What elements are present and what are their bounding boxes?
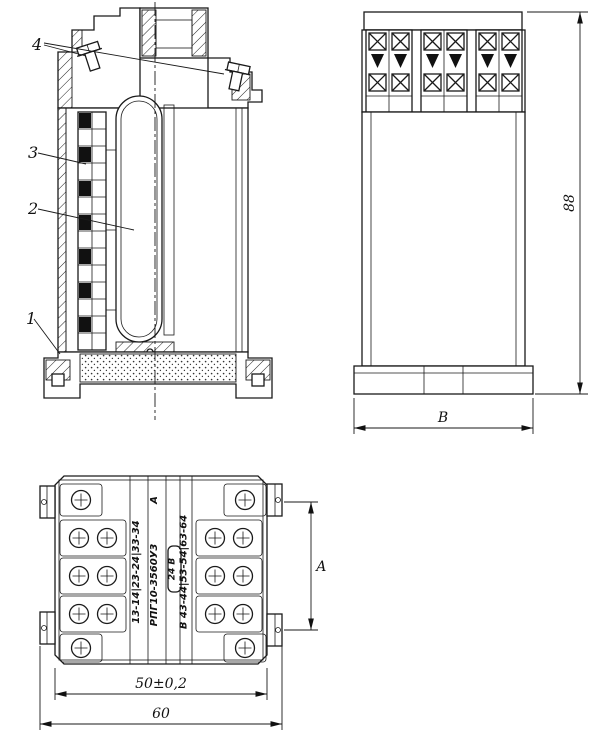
- terminal-screw-icon: [96, 565, 118, 587]
- terminal-screw-icon: [204, 565, 226, 587]
- bottom-view: 13-14|23-24|33-34 РПГ10-3560У3 А 24 В В …: [39, 475, 327, 730]
- mounting-ears: [39, 483, 283, 647]
- terminal-screw-icon: [70, 489, 92, 511]
- terminal-cells-left: [59, 483, 127, 663]
- front-base: [353, 365, 534, 395]
- voltage-label: 24 В: [168, 558, 178, 581]
- dim-a: А: [284, 501, 327, 631]
- terminal-screw-icon: [204, 527, 226, 549]
- dim-overall-label: 60: [152, 706, 170, 722]
- voltage-badge: [167, 545, 182, 593]
- dim-height-label: 88: [562, 194, 578, 212]
- contacts-right-label: В 43-44|53-54|63-64: [179, 515, 190, 629]
- terminal-screw-icon: [204, 603, 226, 625]
- front-view: 88 В: [353, 11, 588, 434]
- terminal-screw-icon: [232, 603, 254, 625]
- dim-width-label: В: [437, 410, 448, 426]
- base: [43, 351, 273, 399]
- terminal-screw-icon: [68, 527, 90, 549]
- terminal-screw-icon: [68, 603, 90, 625]
- contacts-left-label: 13-14|23-24|33-34: [131, 520, 142, 623]
- dim-overall: 60: [39, 646, 283, 730]
- terminal-cells-right: [195, 483, 267, 663]
- relay-type-label: РПГ10-3560У3: [149, 544, 160, 627]
- dim-height: 88: [527, 11, 588, 395]
- front-contact-block: [361, 29, 526, 113]
- armature-rod: [163, 104, 175, 336]
- cover-left: [57, 7, 141, 109]
- dim-pitch: 50±0,2: [54, 668, 268, 700]
- cover-center-block: [139, 7, 209, 59]
- contact-column-1: [366, 30, 412, 112]
- terminal-screw-icon: [96, 603, 118, 625]
- dim-pitch-label: 50±0,2: [135, 676, 187, 692]
- section-view: 4 3 2 1: [26, 2, 273, 420]
- terminal-screw-icon: [232, 565, 254, 587]
- terminal-screw-icon: [234, 637, 256, 659]
- callout-4-label: 4: [31, 35, 42, 54]
- terminal-screw-icon: [68, 565, 90, 587]
- contact-column-2: [421, 30, 467, 112]
- bottom-inner-wall: [58, 479, 264, 661]
- relay-type-suffix-label: А: [149, 496, 160, 505]
- callout-1-label: 1: [26, 309, 36, 328]
- dim-a-label: А: [315, 559, 327, 575]
- label-strip: 13-14|23-24|33-34 РПГ10-3560У3 А 24 В В …: [129, 476, 193, 664]
- callout-2-label: 2: [27, 199, 38, 218]
- contact-stack: [77, 111, 116, 351]
- terminal-screw-icon: [232, 527, 254, 549]
- callout-leaders: [33, 42, 225, 355]
- contact-column-3: [476, 30, 522, 112]
- front-body: [361, 111, 526, 367]
- callout-3-label: 3: [28, 143, 38, 162]
- terminal-screw-icon: [96, 527, 118, 549]
- dim-width: В: [353, 398, 534, 434]
- terminal-screw-icon: [70, 637, 92, 659]
- terminal-screw-icon: [234, 489, 256, 511]
- front-top-plate: [363, 11, 523, 31]
